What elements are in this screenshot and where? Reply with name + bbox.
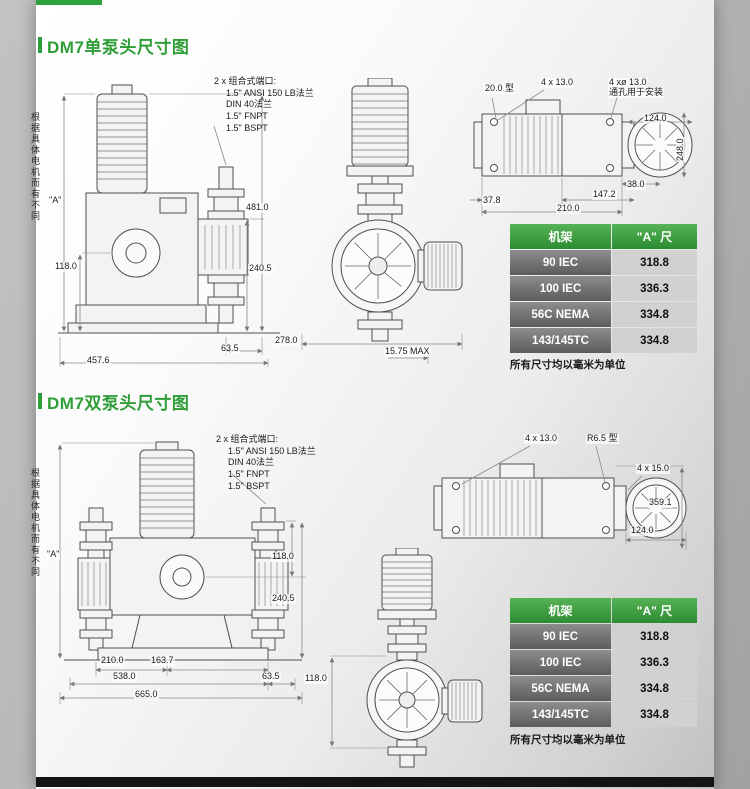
dim-20-typ: 20.0 型 <box>484 83 516 94</box>
value-cell: 318.8 <box>612 250 697 275</box>
frame-cell: 90 IEC <box>510 624 611 649</box>
value-cell: 334.8 <box>612 702 697 727</box>
dim-118: 118.0 <box>271 551 295 562</box>
frame-cell: 143/145TC <box>510 328 611 353</box>
pump-body <box>67 84 249 334</box>
table-row: 100 IEC 336.3 <box>510 650 697 675</box>
dim-124: 124.0 <box>630 525 655 536</box>
callout-line: 1.5" BSPT <box>228 480 270 491</box>
frame-header: 机架 <box>510 224 611 249</box>
dim-38: 38.0 <box>626 179 646 190</box>
table-header-row: 机架 "A" 尺 <box>510 598 697 623</box>
double-side-view-drawing <box>320 548 490 778</box>
table-row: 56C NEMA 334.8 <box>510 676 697 701</box>
table-header-row: 机架 "A" 尺 <box>510 224 697 249</box>
frame-cell: 100 IEC <box>510 276 611 301</box>
dim-278: 278.0 <box>274 335 299 346</box>
value-cell: 336.3 <box>612 650 697 675</box>
value-cell: 334.8 <box>612 676 697 701</box>
frame-cell: 56C NEMA <box>510 302 611 327</box>
units-note-double: 所有尺寸均以毫米为单位 <box>510 734 626 746</box>
table-row: 143/145TC 334.8 <box>510 702 697 727</box>
table-row: 90 IEC 318.8 <box>510 624 697 649</box>
single-front-view-drawing <box>40 75 295 375</box>
dim-4x15: 4 x 15.0 <box>636 463 671 474</box>
dim-thru-2: 通孔用于安装 <box>608 87 665 98</box>
footer-bar <box>36 777 714 787</box>
dim-359: 359.1 <box>648 497 673 508</box>
dim-a: "A" <box>46 549 61 560</box>
table-row: 143/145TC 334.8 <box>510 328 697 353</box>
a-dim-header: "A" 尺 <box>612 598 697 623</box>
units-note-single: 所有尺寸均以毫米为单位 <box>510 359 626 371</box>
dim-118-side: 118.0 <box>304 673 328 684</box>
dim-248: 248.0 <box>675 137 686 162</box>
dim-1575-max: 15.75 MAX <box>384 346 431 357</box>
dim-210: 210.0 <box>556 203 581 214</box>
top-green-strip <box>36 0 102 5</box>
frame-cell: 143/145TC <box>510 702 611 727</box>
dim-147: 147.2 <box>592 189 617 200</box>
dim-665: 665.0 <box>134 689 159 700</box>
double-spec-table: 机架 "A" 尺 90 IEC 318.8 100 IEC 336.3 56C … <box>510 598 697 727</box>
dim-37: 37.8 <box>482 195 502 206</box>
dim-r65: R6.5 型 <box>586 433 619 444</box>
value-cell: 336.3 <box>612 276 697 301</box>
frame-cell: 90 IEC <box>510 250 611 275</box>
dim-124: 124.0 <box>643 113 668 124</box>
single-side-view-drawing <box>300 78 465 368</box>
motor-variation-note-single: 根据具体电机而有不同 <box>30 112 40 222</box>
frame-header: 机架 <box>510 598 611 623</box>
frame-cell: 100 IEC <box>510 650 611 675</box>
dim-481: 481.0 <box>245 202 270 213</box>
dim-163: 163.7 <box>150 655 175 666</box>
single-top-view-drawing <box>470 72 695 220</box>
callout-line: 2 x 组合式端口: <box>214 76 277 86</box>
a-dim-header: "A" 尺 <box>612 224 697 249</box>
dim-457: 457.6 <box>86 355 111 366</box>
double-front-view-drawing <box>40 430 325 715</box>
dim-a: "A" <box>48 195 63 206</box>
callout-line: 2 x 组合式端口: <box>216 434 279 444</box>
callout-line: 1.5" ANSI 150 LB法兰 <box>226 87 314 98</box>
callout-line: 1.5" FNPT <box>226 111 268 122</box>
section-title-double: DM7双泵头尺寸图 <box>47 394 190 413</box>
dim-thru-1: 4 xø 13.0 <box>608 77 648 88</box>
ports-callout-double: 2 x 组合式端口: 1.5" ANSI 150 LB法兰 DIN 40法兰 1… <box>216 434 316 492</box>
double-top-view-drawing <box>430 432 695 574</box>
callout-line: DIN 40法兰 <box>226 99 273 110</box>
value-cell: 334.8 <box>612 302 697 327</box>
value-cell: 318.8 <box>612 624 697 649</box>
callout-line: 1.5" FNPT <box>228 469 270 480</box>
ports-callout-single: 2 x 组合式端口: 1.5" ANSI 150 LB法兰 DIN 40法兰 1… <box>214 76 314 134</box>
frame-cell: 56C NEMA <box>510 676 611 701</box>
callout-line: 1.5" ANSI 150 LB法兰 <box>228 445 316 456</box>
single-spec-table: 机架 "A" 尺 90 IEC 318.8 100 IEC 336.3 56C … <box>510 224 697 353</box>
dim-210: 210.0 <box>100 655 125 666</box>
title-accent-bar <box>38 393 42 409</box>
dim-4x13: 4 x 13.0 <box>524 433 559 444</box>
dim-538: 538.0 <box>112 671 137 682</box>
dim-4x13: 4 x 13.0 <box>540 77 575 88</box>
callout-line: 1.5" BSPT <box>226 122 268 133</box>
dim-240: 240.5 <box>248 263 273 274</box>
value-cell: 334.8 <box>612 328 697 353</box>
motor-variation-note-double: 根据具体电机而有不同 <box>30 468 40 578</box>
dim-240: 240.5 <box>271 593 296 604</box>
table-row: 90 IEC 318.8 <box>510 250 697 275</box>
table-row: 56C NEMA 334.8 <box>510 302 697 327</box>
title-accent-bar <box>38 37 42 53</box>
dim-63: 63.5 <box>220 343 240 354</box>
dim-63: 63.5 <box>261 671 281 682</box>
section-title-single: DM7单泵头尺寸图 <box>47 38 190 57</box>
table-row: 100 IEC 336.3 <box>510 276 697 301</box>
callout-line: DIN 40法兰 <box>228 457 275 468</box>
dim-118: 118.0 <box>54 261 78 272</box>
